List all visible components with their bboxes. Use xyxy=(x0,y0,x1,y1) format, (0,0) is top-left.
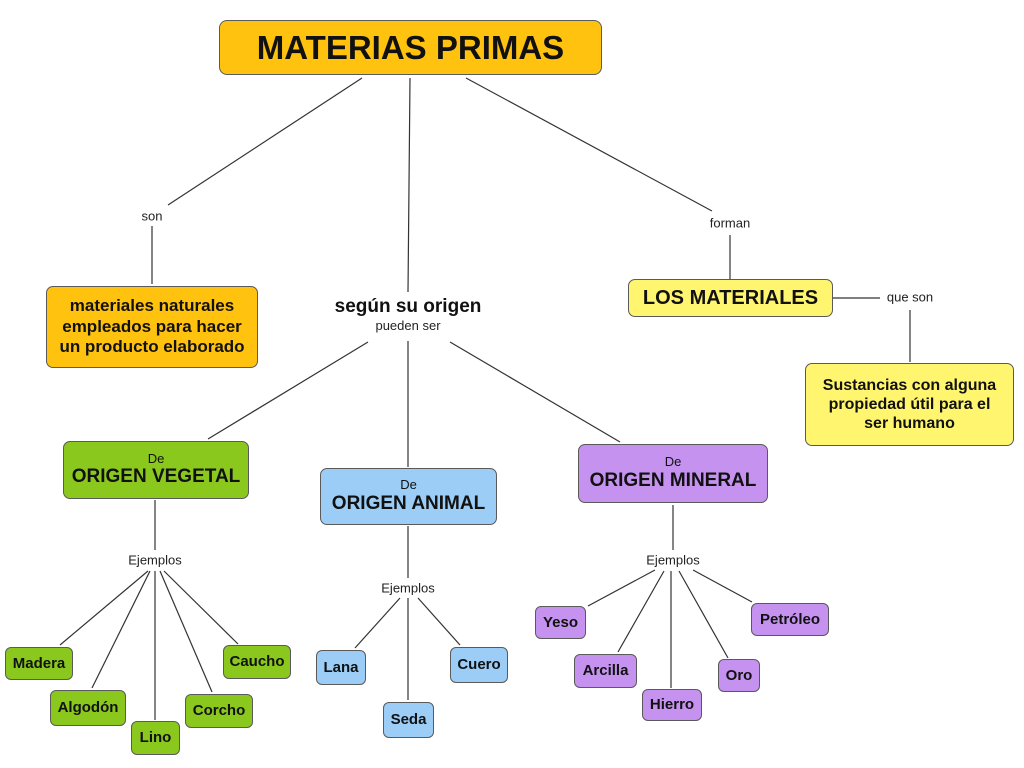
line-ej1-caucho xyxy=(163,570,239,645)
example-algodon: Algodón xyxy=(50,690,126,726)
link-ejemplos-animal: Ejemplos xyxy=(379,580,437,596)
line-ej1-corcho xyxy=(159,570,213,693)
origin-title: según su origen xyxy=(334,296,482,317)
example-yeso: Yeso xyxy=(535,606,586,639)
materials-definition-node: Sustancias con alguna propiedad útil par… xyxy=(805,363,1014,446)
example-madera: Madera xyxy=(5,647,73,680)
root-title: MATERIAS PRIMAS xyxy=(256,28,565,66)
line-ej3-oro xyxy=(678,570,729,659)
origin-label: según su origen pueden ser xyxy=(300,296,516,333)
link-forman: forman xyxy=(707,215,753,231)
example-lino: Lino xyxy=(131,721,180,755)
example-seda: Seda xyxy=(383,702,434,738)
link-que-son: que son xyxy=(884,289,936,305)
line-ej1-algodon xyxy=(91,570,151,689)
line-ej3-arcilla xyxy=(617,570,665,653)
category-mineral-prefix: De xyxy=(664,454,682,470)
line-ej2-lana xyxy=(354,597,401,649)
line-origen-mineral xyxy=(449,341,621,443)
line-ej3-petroleo xyxy=(692,569,753,603)
line-root-son xyxy=(167,77,363,206)
root-node-materias-primas: MATERIAS PRIMAS xyxy=(219,20,602,75)
example-corcho: Corcho xyxy=(185,694,253,728)
link-son: son xyxy=(139,208,165,224)
materials-definition-text: Sustancias con alguna propiedad útil par… xyxy=(822,376,997,433)
category-animal-name: ORIGEN ANIMAL xyxy=(331,492,486,514)
line-ej1-madera xyxy=(59,570,149,646)
example-cuero: Cuero xyxy=(450,647,508,683)
line-origen-vegetal xyxy=(207,341,369,440)
definition-node: materiales naturales empleados para hace… xyxy=(46,286,258,368)
definition-text: materiales naturales empleados para hace… xyxy=(59,296,245,357)
link-ejemplos-mineral: Ejemplos xyxy=(644,552,702,568)
category-vegetal-name: ORIGEN VEGETAL xyxy=(71,466,241,488)
example-oro: Oro xyxy=(718,659,760,692)
line-root-forman xyxy=(465,77,713,212)
line-ej2-cuero xyxy=(417,597,461,646)
category-mineral: De ORIGEN MINERAL xyxy=(578,444,768,503)
example-caucho: Caucho xyxy=(223,645,291,679)
materials-node: LOS MATERIALES xyxy=(628,279,833,317)
category-animal: De ORIGEN ANIMAL xyxy=(320,468,497,525)
category-mineral-name: ORIGEN MINERAL xyxy=(589,469,757,491)
materials-title: LOS MATERIALES xyxy=(642,287,819,309)
category-animal-prefix: De xyxy=(400,477,417,493)
category-vegetal-prefix: De xyxy=(147,450,165,466)
line-root-origen xyxy=(407,77,411,293)
example-arcilla: Arcilla xyxy=(574,654,637,688)
category-vegetal: De ORIGEN VEGETAL xyxy=(63,441,249,499)
link-pueden-ser: pueden ser xyxy=(375,318,441,333)
example-petroleo: Petróleo xyxy=(751,603,829,636)
link-ejemplos-vegetal: Ejemplos xyxy=(126,552,184,568)
line-ej3-yeso xyxy=(587,569,656,607)
example-lana: Lana xyxy=(316,650,366,685)
example-hierro: Hierro xyxy=(642,689,702,721)
